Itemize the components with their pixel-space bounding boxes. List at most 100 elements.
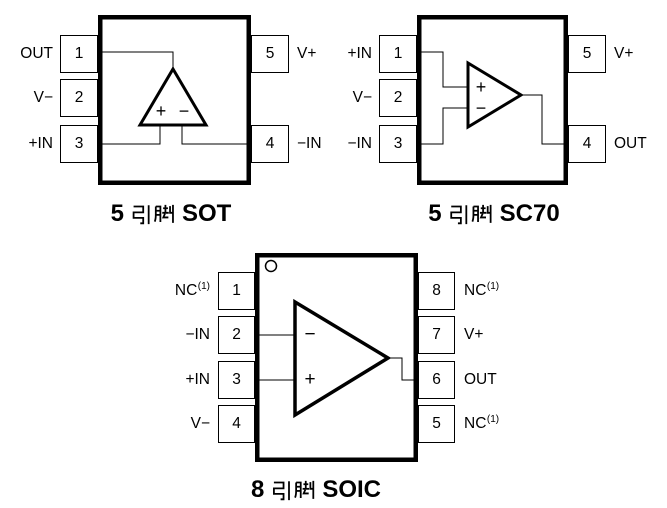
cjk-pin-word-glyph-soic — [273, 479, 315, 501]
soic-opamp-triangle — [293, 298, 392, 419]
soic-label-nc-5: NC — [464, 415, 487, 432]
sc70-pin-1: 1 — [379, 35, 417, 73]
sc70-label-minus-in: −IN — [347, 135, 372, 152]
soic-pin-4: 4 — [218, 405, 255, 443]
soic-caption-package: SOIC — [322, 476, 382, 503]
sc70-pin-4: 4 — [568, 125, 606, 163]
soic-pin-5-number: 5 — [432, 415, 441, 432]
soic-pin-3-label: +IN — [185, 361, 210, 399]
soic-label-plus-in: +IN — [185, 371, 210, 388]
soic-label-out: OUT — [464, 371, 497, 388]
sc70-caption-number: 5 — [428, 200, 442, 227]
sc70-pin-3: 3 — [379, 125, 417, 163]
soic-pin-7-label: V+ — [464, 316, 483, 354]
sot-pin-4-number: 4 — [265, 135, 275, 152]
soic-label-minus-in: −IN — [185, 326, 210, 343]
sot-opamp-plus: + — [156, 101, 167, 121]
soic-opamp-minus: − — [304, 324, 315, 345]
sc70-pin-2-number: 2 — [393, 89, 403, 106]
sot-caption: 5 SOT — [110, 200, 232, 227]
sc70-wire-minus-in — [417, 107, 469, 145]
soic-pin-2: 2 — [218, 316, 255, 354]
soic-label-vminus: V− — [190, 415, 210, 432]
sot-pin-5-number: 5 — [265, 45, 275, 62]
sot-opamp-triangle — [137, 66, 209, 127]
soic-pin-6-label: OUT — [464, 361, 497, 399]
sc70-pin-4-label: OUT — [614, 125, 647, 163]
sc70-opamp-minus: − — [476, 98, 487, 118]
soic-pin-3: 3 — [218, 361, 255, 399]
sc70-caption-package: SC70 — [499, 200, 560, 227]
sot-wire-plus-in — [98, 124, 161, 145]
sot-label-plus-in: +IN — [28, 135, 53, 152]
sot-caption-package: SOT — [182, 200, 232, 227]
cjk-pin-word-glyph-sc70 — [450, 203, 492, 225]
sot-label-vminus: V− — [33, 89, 53, 106]
sot-body — [98, 15, 251, 185]
soic-pin-6-number: 6 — [432, 371, 441, 388]
cjk-pin-word-glyph-sot — [133, 203, 175, 225]
sc70-label-vminus: V− — [352, 89, 372, 106]
sc70-label-vplus: V+ — [614, 45, 634, 62]
soic-caption: 8 SOIC — [250, 476, 382, 503]
soic-pin-1-number: 1 — [232, 282, 241, 299]
soic-pin-1: 1 — [218, 272, 255, 310]
sc70-caption: 5 SC70 — [428, 200, 560, 227]
sot-pin-2-label: V− — [34, 79, 53, 117]
soic-label-nc-8: NC — [464, 282, 487, 299]
soic-pin-5-label: NC(1) — [464, 405, 499, 443]
sc70-pin-3-label: −IN — [347, 125, 372, 163]
soic-label-nc-1-sup: (1) — [197, 280, 210, 292]
sc70-body — [417, 15, 568, 185]
sc70-label-out: OUT — [614, 135, 647, 152]
soic-pin-4-number: 4 — [232, 415, 241, 432]
sc70-pin-1-label: +IN — [347, 35, 372, 73]
sc70-pin-2: 2 — [379, 79, 417, 117]
sot-pin-4-label: −IN — [297, 125, 322, 163]
soic-body — [255, 253, 418, 462]
sot-pin-1-number: 1 — [74, 45, 84, 62]
soic-pin-7: 7 — [418, 316, 455, 354]
soic-caption-number: 8 — [250, 476, 265, 503]
soic-pin-8-label: NC(1) — [464, 272, 499, 310]
soic-graphics: − + — [255, 253, 418, 462]
soic-label-nc-1: NC — [174, 282, 198, 299]
soic-pin-5: 5 — [418, 405, 455, 443]
soic-pin-8-number: 8 — [432, 282, 441, 299]
sot-pin-2-number: 2 — [74, 89, 84, 106]
sc70-pin-5: 5 — [568, 35, 606, 73]
sot-label-vplus: V+ — [297, 45, 317, 62]
sot-wire-minus-in — [181, 124, 251, 145]
sot-pin-5: 5 — [251, 35, 289, 73]
sc70-wire-plus-in — [417, 51, 469, 88]
sc70-pin-2-label: V− — [353, 79, 372, 117]
soic-label-vplus: V+ — [464, 326, 484, 343]
sot-pin-1: 1 — [60, 35, 98, 73]
sc70-graphics: + − — [417, 15, 568, 185]
sot-pin-3-number: 3 — [74, 135, 84, 152]
sc70-wire-out — [519, 94, 568, 145]
sot-caption-number: 5 — [110, 200, 125, 227]
soic-pin-4-label: V− — [191, 405, 210, 443]
sc70-label-plus-in: +IN — [347, 45, 372, 62]
sot-pin-3: 3 — [60, 125, 98, 163]
sc70-pin-4-number: 4 — [582, 135, 592, 152]
sot-graphics: + − — [98, 15, 251, 185]
soic-pin-8: 8 — [418, 272, 455, 310]
soic-pin1-marker — [264, 259, 278, 273]
soic-wire-out — [386, 357, 418, 381]
sot-opamp-minus: − — [179, 101, 190, 121]
soic-pin-7-number: 7 — [432, 326, 441, 343]
sc70-pin-5-label: V+ — [614, 35, 633, 73]
sot-pin-3-label: +IN — [28, 125, 53, 163]
sc70-pin-3-number: 3 — [393, 135, 403, 152]
sot-pin-5-label: V+ — [297, 35, 316, 73]
soic-pin-6: 6 — [418, 361, 455, 399]
soic-pin-2-number: 2 — [232, 326, 241, 343]
sot-wire-out — [98, 51, 174, 70]
sot-label-minus-in: −IN — [297, 135, 322, 152]
sot-label-out: OUT — [20, 45, 53, 62]
soic-label-nc-5-sup: (1) — [486, 413, 500, 425]
